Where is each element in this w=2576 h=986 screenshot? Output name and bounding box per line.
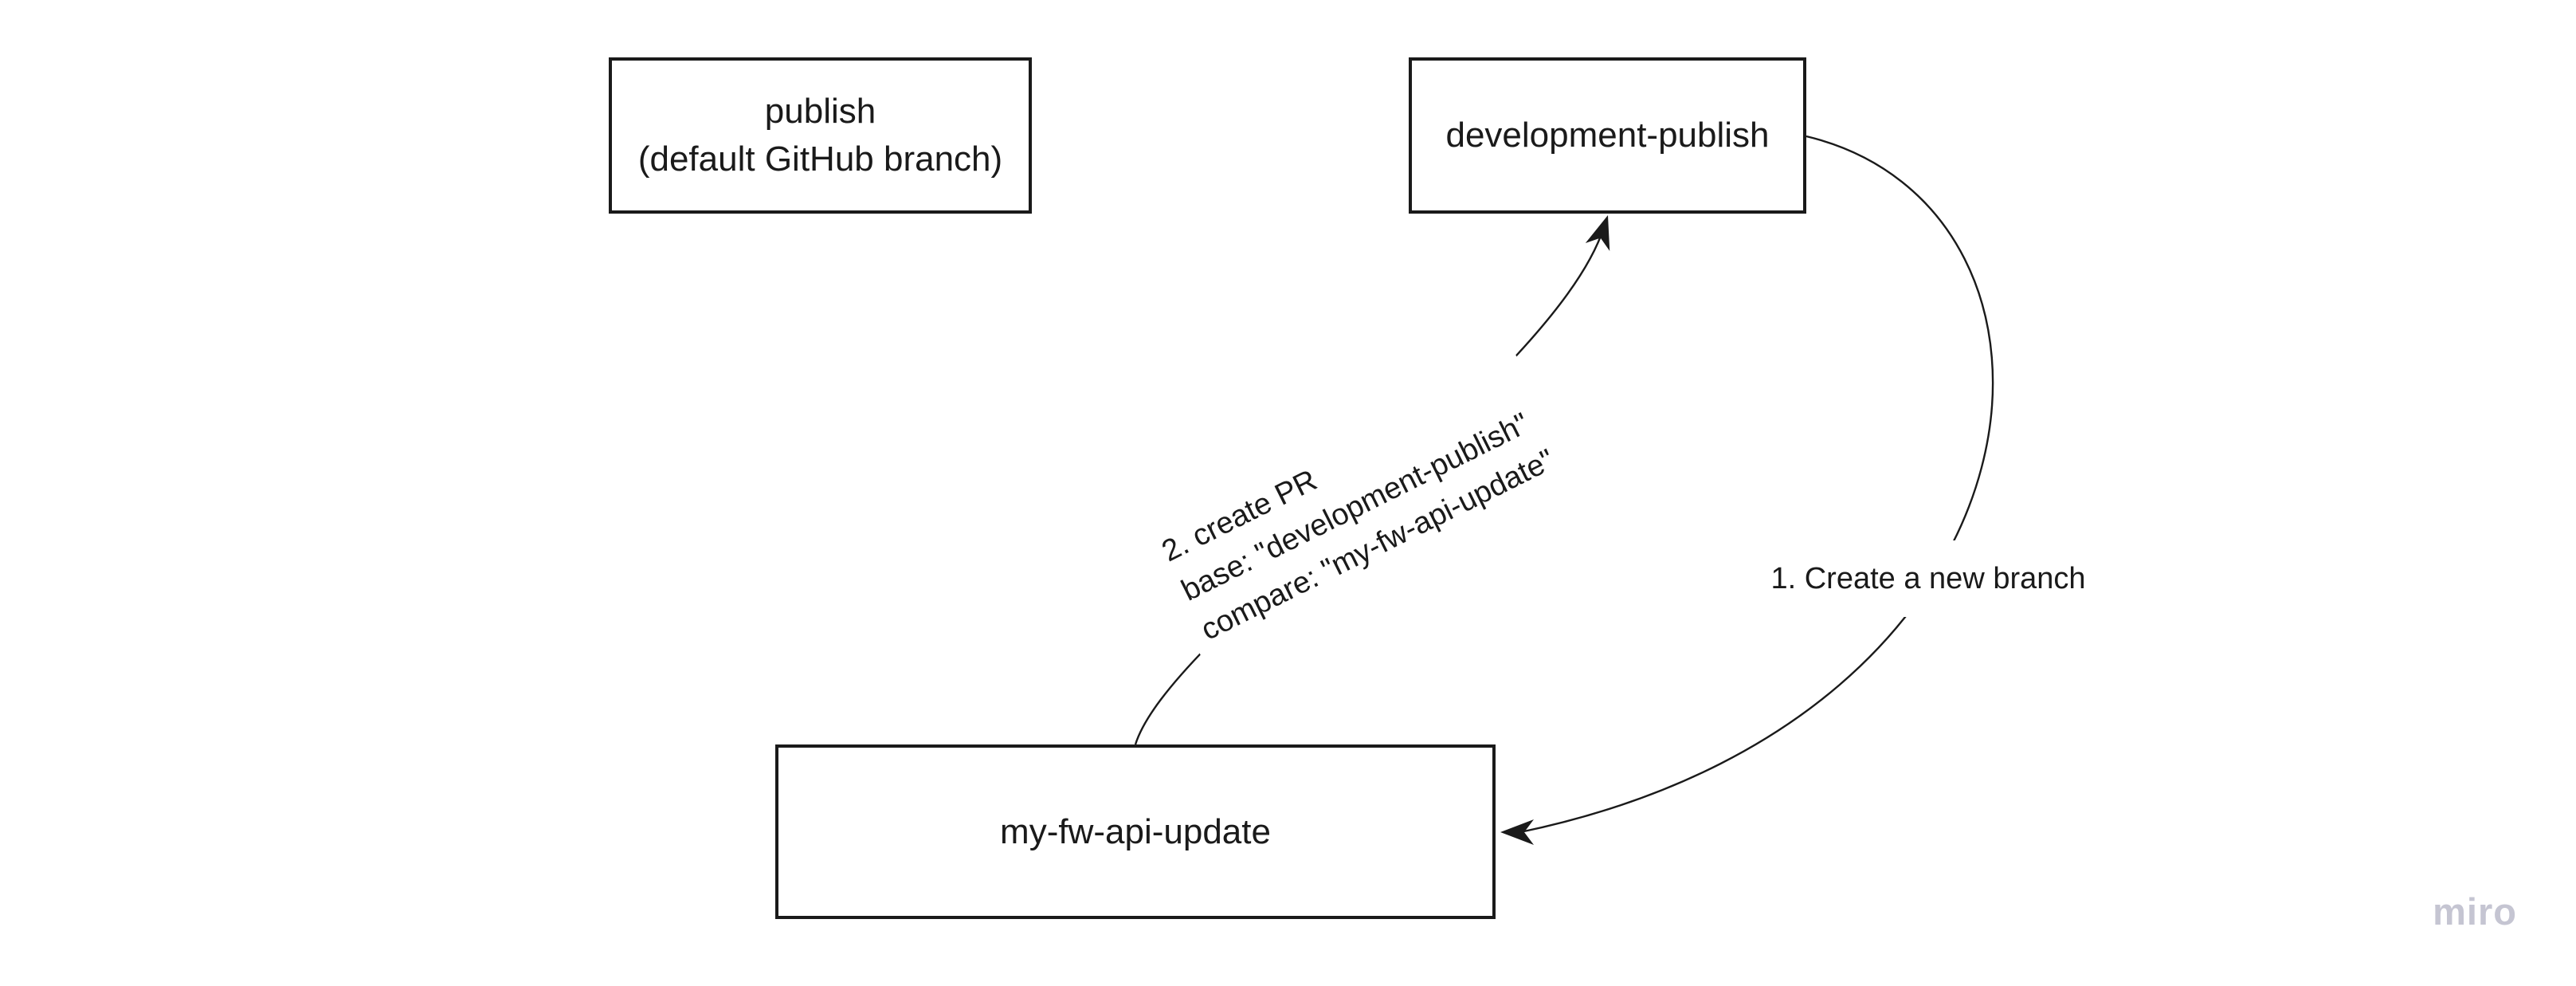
connector-caption-create-branch[interactable]: 1. Create a new branch	[1756, 540, 2100, 617]
miro-watermark-logo: miro	[2433, 890, 2517, 933]
shape-my-fw-api-update-label: my-fw-api-update	[1000, 811, 1271, 851]
shape-publish-label-line1: publish	[764, 92, 876, 131]
shape-my-fw-api-update[interactable]: my-fw-api-update	[775, 744, 1496, 919]
connector-create-pr-arrowhead-icon	[1585, 215, 1610, 251]
shape-development-publish-label: development-publish	[1445, 116, 1770, 155]
connector-create-branch-arrowhead-icon	[1500, 819, 1534, 845]
shape-publish-default-branch[interactable]: publish (default GitHub branch)	[609, 57, 1032, 214]
connector-create-branch-line[interactable]	[1519, 135, 1994, 834]
connector-caption-create-branch-text: 1. Create a new branch	[1770, 562, 2086, 595]
shape-publish-label-line2: (default GitHub branch)	[637, 139, 1003, 179]
miro-watermark-text: miro	[2433, 890, 2517, 933]
shape-development-publish[interactable]: development-publish	[1409, 57, 1806, 214]
